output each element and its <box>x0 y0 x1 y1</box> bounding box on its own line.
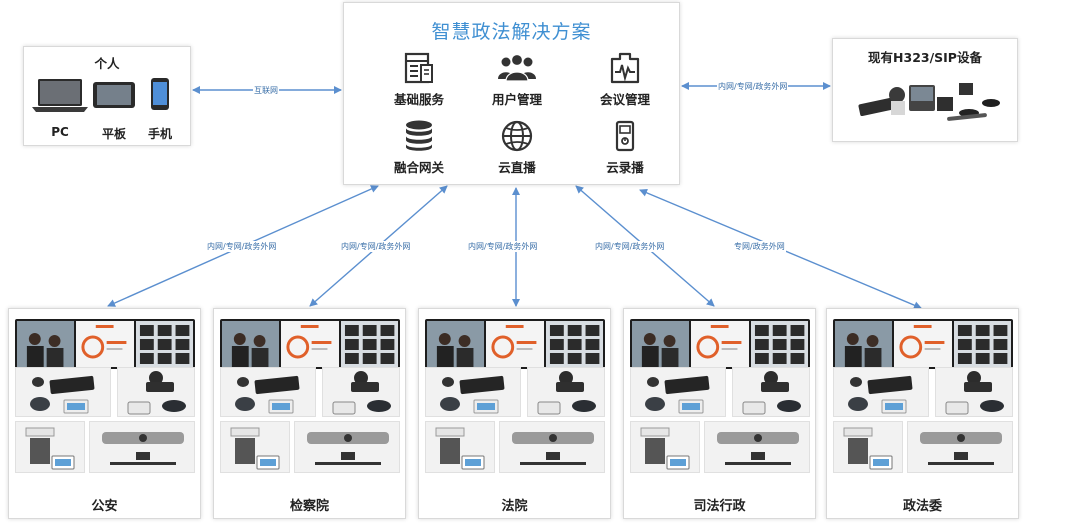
video-screen <box>135 321 193 367</box>
user-group-icon <box>498 53 536 82</box>
video-screen <box>632 321 690 367</box>
video-screen <box>691 321 749 367</box>
site-label: 检察院 <box>289 499 329 514</box>
codec-equipment <box>630 367 726 417</box>
site-panel-4: 司法行政 <box>623 308 816 519</box>
database-icon <box>406 120 432 151</box>
laptop-icon <box>32 79 88 112</box>
link-label-site2: 内网/专网/政务外网 <box>340 241 412 252</box>
service-label: 会议管理 <box>599 92 650 107</box>
link-label-legacy: 内网/专网/政务外网 <box>717 81 789 92</box>
legacy-equipment-panel: 现有H323/SIP设备 <box>832 38 1018 142</box>
service-basic: 基础服务 <box>364 51 474 108</box>
conference-monitor-icon <box>610 52 640 84</box>
terminal-equipment <box>833 421 903 473</box>
video-wall <box>220 319 400 369</box>
soundbar-equipment <box>499 421 605 473</box>
recorder-device-icon <box>615 120 635 152</box>
device-label-phone: 手机 <box>147 127 172 141</box>
site-label: 法院 <box>501 499 528 514</box>
service-recording: 云录播 <box>570 119 680 176</box>
video-screen <box>222 321 280 367</box>
soundbar-equipment <box>704 421 810 473</box>
codec-equipment <box>833 367 929 417</box>
video-screen <box>281 321 339 367</box>
link-label-site4: 内网/专网/政务外网 <box>594 241 666 252</box>
terminal-equipment <box>15 421 85 473</box>
service-users: 用户管理 <box>462 51 572 108</box>
server-document-icon <box>404 52 433 84</box>
terminal-equipment <box>630 421 700 473</box>
video-screen <box>894 321 952 367</box>
site-label: 司法行政 <box>693 499 746 514</box>
soundbar-equipment <box>294 421 400 473</box>
legacy-title: 现有H323/SIP设备 <box>868 50 982 65</box>
camera-equipment <box>732 367 810 417</box>
device-label-pc: PC <box>51 125 69 139</box>
site-label: 公安 <box>91 499 118 514</box>
video-screen <box>545 321 603 367</box>
site-panel-3: 法院 <box>418 308 611 519</box>
service-label: 用户管理 <box>491 92 542 107</box>
site-panel-1: 公安 <box>8 308 201 519</box>
service-label: 云录播 <box>606 160 644 175</box>
device-label-tablet: 平板 <box>101 127 126 141</box>
link-label-site1: 内网/专网/政务外网 <box>206 241 278 252</box>
globe-icon <box>501 120 533 152</box>
soundbar-equipment <box>907 421 1013 473</box>
site-panel-5: 政法委 <box>826 308 1019 519</box>
link-label-site5: 专网/政务外网 <box>733 241 786 252</box>
video-screen <box>340 321 398 367</box>
camera-equipment <box>527 367 605 417</box>
video-screen <box>427 321 485 367</box>
personal-title: 个人 <box>94 56 120 71</box>
video-screen <box>953 321 1011 367</box>
video-wall <box>425 319 605 369</box>
video-wall <box>15 319 195 369</box>
link-label-site3: 内网/专网/政务外网 <box>467 241 539 252</box>
camera-equipment <box>935 367 1013 417</box>
video-wall <box>833 319 1013 369</box>
solution-title: 智慧政法解决方案 <box>431 21 592 43</box>
legacy-devices-image <box>858 83 1000 121</box>
video-screen <box>76 321 134 367</box>
phone-icon <box>151 78 169 110</box>
codec-equipment <box>425 367 521 417</box>
service-label: 云直播 <box>498 160 536 175</box>
site-panel-2: 检察院 <box>213 308 406 519</box>
tablet-icon <box>93 82 135 108</box>
video-screen <box>835 321 893 367</box>
terminal-equipment <box>220 421 290 473</box>
solution-panel: 智慧政法解决方案 基础服务 用户管理 会议管理 <box>343 2 680 185</box>
service-label: 基础服务 <box>393 92 444 107</box>
site-label: 政法委 <box>902 499 942 514</box>
personal-devices-panel: 个人 PC 平板 手机 <box>23 46 191 146</box>
codec-equipment <box>220 367 316 417</box>
camera-equipment <box>322 367 400 417</box>
video-wall <box>630 319 810 369</box>
video-screen <box>750 321 808 367</box>
service-meeting: 会议管理 <box>570 51 680 108</box>
camera-equipment <box>117 367 195 417</box>
service-gateway: 融合网关 <box>364 119 474 176</box>
soundbar-equipment <box>89 421 195 473</box>
service-label: 融合网关 <box>393 160 444 175</box>
service-live: 云直播 <box>462 119 572 176</box>
video-screen <box>486 321 544 367</box>
video-screen <box>17 321 75 367</box>
terminal-equipment <box>425 421 495 473</box>
link-label-personal: 互联网 <box>253 85 279 96</box>
codec-equipment <box>15 367 111 417</box>
